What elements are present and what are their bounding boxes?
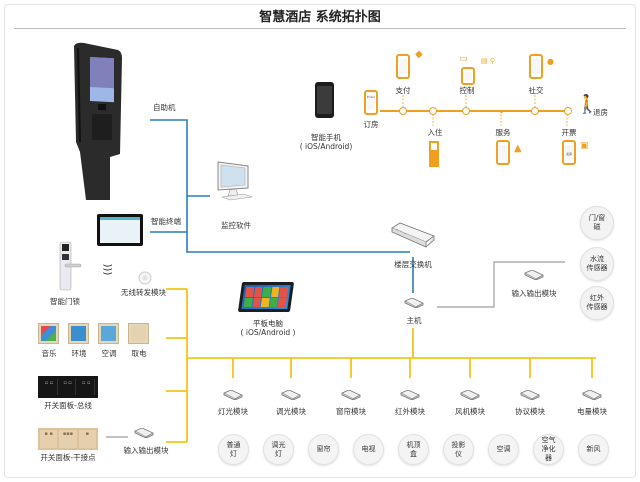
floor-switch-label: 楼层交换机 <box>394 260 432 269</box>
module-dimming-label: 调光模块 <box>276 407 306 416</box>
stage-checkout-label: 退房 <box>593 108 608 117</box>
sensor-water-flow: 水流传感器 <box>580 247 614 281</box>
panel-environment-label: 环境 <box>71 349 87 358</box>
chat-icon: ● <box>547 57 554 66</box>
panel-music <box>38 323 59 344</box>
smartphone-label: 智能手机 <box>311 133 341 142</box>
wireless-relay-label: 无线转发模块 <box>121 288 166 297</box>
panel-aircon <box>98 323 119 344</box>
sensor-door-window: 门/窗磁 <box>580 206 614 240</box>
tablet-label: 平板电脑 <box>253 319 283 328</box>
host-label: 主机 <box>406 316 422 325</box>
stage-control-label: 控制 <box>459 86 475 95</box>
timeline-node <box>462 107 470 115</box>
receipt-icon: ▣ <box>580 141 589 151</box>
module-lighting-label: 灯光模块 <box>218 407 248 416</box>
io-module-right-icon <box>524 270 544 280</box>
walking-person-icon: 🚶 <box>576 94 599 115</box>
timeline-node <box>500 110 503 113</box>
panel-aircon-label: 空调 <box>101 349 117 358</box>
module-curtain-icon <box>341 390 361 400</box>
panel-music-label: 音乐 <box>41 349 57 358</box>
checkin-kiosk-icon <box>429 141 439 167</box>
device-set-top-box: 机顶盒 <box>398 434 429 465</box>
device-curtain: 窗帘 <box>308 434 339 465</box>
module-protocol-icon <box>520 390 540 400</box>
smartphone-os-label: ( iOS/Android) <box>299 142 353 151</box>
stage-pay-label: 支付 <box>395 86 411 95</box>
monitor-label: 监控软件 <box>221 221 251 230</box>
module-power-meter-label: 电量模块 <box>577 407 607 416</box>
terminal-label: 智能终端 <box>151 217 181 226</box>
module-protocol-label: 协议模块 <box>515 407 545 416</box>
timeline-node <box>564 107 572 115</box>
io-module-left-label: 输入输出模块 <box>123 446 169 455</box>
module-power-meter-icon <box>582 390 602 400</box>
timeline-node <box>429 107 437 115</box>
smartphone-icon <box>315 82 334 118</box>
sensor-infrared: 红外传感器 <box>580 286 614 320</box>
phone-invoice-icon: 发票 <box>562 140 576 165</box>
panel-power <box>128 323 149 344</box>
stage-checkin-label: 入住 <box>427 128 443 137</box>
device-fresh-air: 新风 <box>578 434 609 465</box>
bus-switch-panel-icon: ▫ ▫▫ ▫▫ ▫ <box>38 376 98 398</box>
stage-booking-label: 订房 <box>363 120 379 129</box>
door-lock-label: 智能门锁 <box>50 297 80 306</box>
module-curtain-label: 窗帘模块 <box>336 407 366 416</box>
module-infrared-icon <box>400 390 420 400</box>
payment-icon: ◆ <box>415 49 423 60</box>
module-lighting-icon <box>223 390 243 400</box>
bus-panel-label: 开关面板-总线 <box>44 401 92 410</box>
kiosk-label: 自助机 <box>153 103 176 112</box>
monitor-icon <box>217 161 253 201</box>
device-dimmable-light: 调光灯 <box>263 434 294 465</box>
panel-environment <box>68 323 89 344</box>
device-tv: 电视 <box>353 434 384 465</box>
diagram-title: 智慧酒店 系统拓扑图 <box>259 10 381 25</box>
module-dimming-icon <box>281 390 301 400</box>
device-normal-light: 普通灯 <box>218 434 249 465</box>
bell-icon: ▲ <box>514 143 522 154</box>
device-aircon: 空调 <box>488 434 519 465</box>
timeline-node <box>531 107 539 115</box>
device-air-purifier: 空气净化器 <box>533 434 564 465</box>
stage-social-label: 社交 <box>528 86 544 95</box>
module-fan-icon <box>460 390 480 400</box>
wire-host-io <box>437 261 565 308</box>
door-lock-icon <box>59 241 82 291</box>
phone-pay-icon <box>396 54 410 79</box>
kiosk-icon <box>74 42 122 200</box>
floor-switch-icon <box>391 222 435 248</box>
phone-service-icon <box>496 140 510 165</box>
tablet-icon <box>237 282 295 312</box>
module-infrared-label: 红外模块 <box>395 407 425 416</box>
stage-service-label: 服务 <box>495 128 511 137</box>
dry-panel-label: 开关面板-干接点 <box>40 453 96 462</box>
wire-kiosk <box>150 119 410 253</box>
phone-booking-icon: Enter <box>364 90 378 115</box>
device-projector: 投影仪 <box>443 434 474 465</box>
wire-bus-main <box>166 288 188 443</box>
timeline-node <box>399 107 407 115</box>
io-module-right-label: 输入输出模块 <box>511 289 557 298</box>
phone-social-icon <box>529 54 543 79</box>
host-icon <box>404 298 424 308</box>
module-fan-label: 风机模块 <box>455 407 485 416</box>
panel-power-label: 取电 <box>131 349 147 358</box>
wireless-relay-icon <box>138 271 152 285</box>
tablet-os-label: ( iOS/Android ) <box>240 328 296 337</box>
dry-contact-panel-icon: ▪ ▪▪▪▪▪ <box>38 428 98 450</box>
io-module-left-icon <box>134 428 154 438</box>
smart-terminal-icon <box>97 214 143 246</box>
wireless-signal-icon: ))) <box>101 263 113 276</box>
smart-home-icons: ▤ ⚲ <box>481 57 495 65</box>
stage-invoice-label: 开票 <box>561 128 577 137</box>
phone-control-icon <box>461 67 475 85</box>
title-divider <box>14 28 626 29</box>
wire-modules <box>232 358 593 378</box>
control-device-icon: ▭ <box>459 54 468 64</box>
